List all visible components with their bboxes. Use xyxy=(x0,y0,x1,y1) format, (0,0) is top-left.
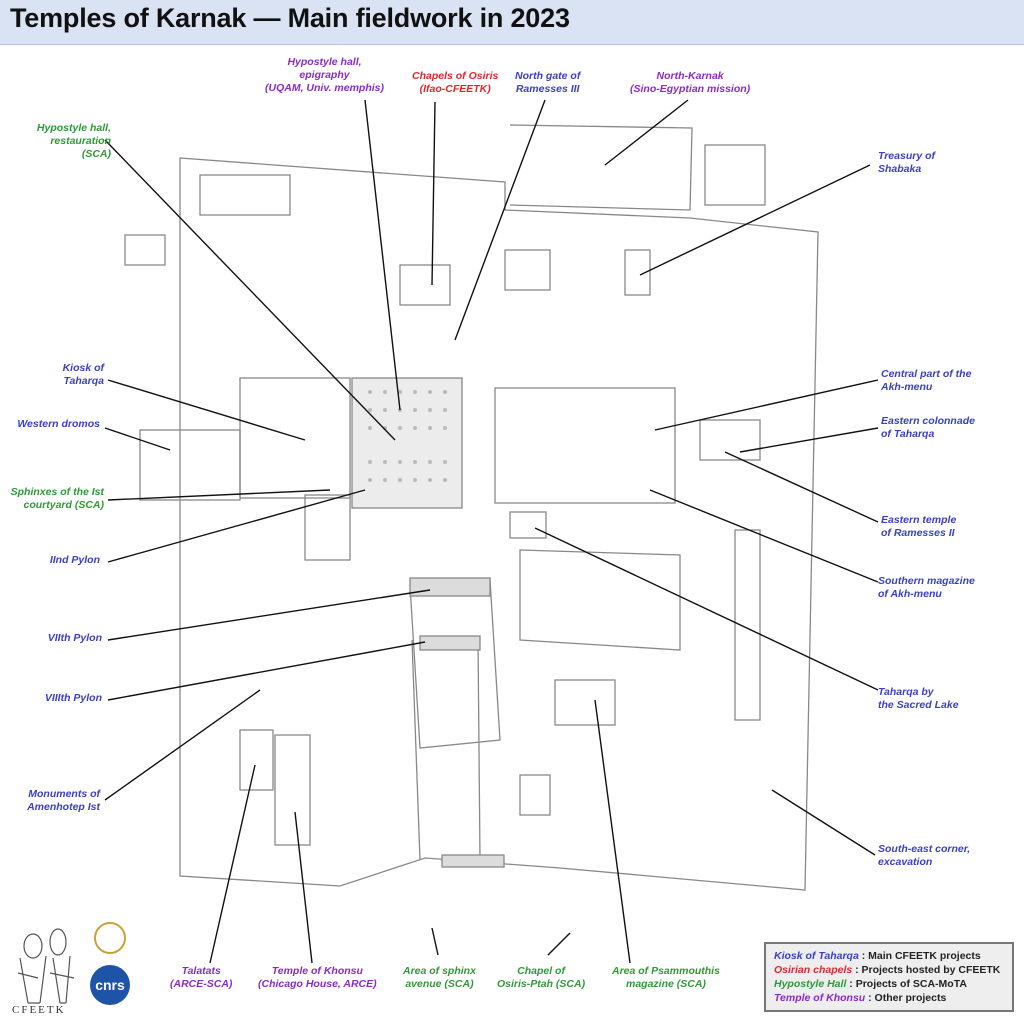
leader-taharqa-lake xyxy=(534,527,879,691)
label-hypostyle-restauration: Hypostyle hall, restauration (SCA) xyxy=(36,122,111,160)
leader-osiris-ptah xyxy=(547,932,571,956)
leader-talatats xyxy=(209,764,256,964)
leader-psammouthis xyxy=(594,699,631,964)
label-monuments-amenhotep: Monuments of Amenhotep Ist xyxy=(27,788,100,813)
label-north-karnak: North-Karnak (Sino-Egyptian mission) xyxy=(630,70,751,95)
talatats-area xyxy=(239,729,274,791)
label-eastern-temple-ramesses: Eastern temple of Ramesses II xyxy=(881,514,957,539)
legend-row-osirian: Osirian chapels : Projects hosted by CFE… xyxy=(774,964,1001,976)
label-chapel-osiris-ptah: Chapel of Osiris-Ptah (SCA) xyxy=(497,965,586,990)
label-eighth-pylon: VIIIth Pylon xyxy=(44,692,102,704)
processional-way xyxy=(411,639,481,861)
sacred-lake xyxy=(519,549,681,651)
legend: Kiosk of Taharqa : Main CFEETK projects … xyxy=(764,942,1014,1012)
khonsu-temple xyxy=(274,734,311,846)
leader-central-akh-menu xyxy=(654,379,879,431)
eastern-blocks xyxy=(734,529,761,721)
leader-southern-magazine xyxy=(649,489,879,583)
label-north-gate: North gate of Ramesses III xyxy=(515,70,581,95)
label-eastern-colonnade: Eastern colonnade of Taharqa xyxy=(881,415,975,440)
leader-seventh-pylon xyxy=(107,589,431,641)
label-hypostyle-epigraphy: Hypostyle hall, epigraphy (UQAM, Univ. m… xyxy=(265,56,385,94)
leader-south-east xyxy=(771,789,876,856)
label-talatats: Talatats (ARCE-SCA) xyxy=(170,965,233,990)
leader-treasury xyxy=(639,164,871,276)
legend-row-hypostyle: Hypostyle Hall : Projects of SCA-MoTA xyxy=(774,978,967,990)
legend-row-main: Kiosk of Taharqa : Main CFEETK projects xyxy=(774,950,981,962)
leader-north-karnak xyxy=(604,99,689,166)
north-karnak-building xyxy=(704,144,766,206)
label-psammouthis: Area of Psammouthis magazine (SCA) xyxy=(612,965,720,990)
west-dromos xyxy=(139,429,241,501)
leader-eighth-pylon xyxy=(107,641,426,701)
akh-menu xyxy=(494,387,676,504)
hypostyle-hall xyxy=(351,377,463,509)
ministry-seal-icon xyxy=(94,922,126,954)
leader-eastern-colonnade xyxy=(739,427,879,453)
label-western-dromos: Western dromos xyxy=(17,418,100,430)
label-central-akh-menu: Central part of the Akh-menu xyxy=(881,368,972,393)
label-kiosk-taharqa: Kiosk of Taharqa xyxy=(62,362,104,387)
enclosure-wall xyxy=(179,157,819,891)
north-karnak-wall xyxy=(509,124,693,211)
label-second-pylon: IInd Pylon xyxy=(49,554,100,566)
leader-chapels-osiris xyxy=(431,101,436,286)
leader-hypostyle-restauration xyxy=(104,139,396,441)
label-taharqa-lake: Taharqa by the Sacred Lake xyxy=(878,686,959,711)
cnrs-logo-icon: cnrs xyxy=(90,965,130,1005)
label-seventh-pylon: VIIth Pylon xyxy=(47,632,102,644)
leader-kiosk xyxy=(107,379,306,441)
leader-eastern-temple xyxy=(724,451,879,523)
leader-amenhotep xyxy=(104,689,261,801)
leader-khonsu xyxy=(294,811,313,964)
leader-north-gate xyxy=(454,99,546,341)
leader-second-pylon xyxy=(107,489,366,563)
label-sphinx-avenue: Area of sphinx avenue (SCA) xyxy=(403,965,476,990)
label-southern-magazine: Southern magazine of Akh-menu xyxy=(878,575,975,600)
leader-sphinx-avenue xyxy=(431,927,439,956)
eastern-temple xyxy=(699,419,761,461)
label-chapels-osiris: Chapels of Osiris (Ifao-CFEETK) xyxy=(412,70,499,95)
karnak-site-plan xyxy=(104,99,879,964)
title-bar: Temples of Karnak — Main fieldwork in 20… xyxy=(0,0,1024,45)
label-sphinxes-first-courtyard: Sphinxes of the Ist courtyard (SCA) xyxy=(10,486,104,511)
cfeetk-logo-text: CFEETK xyxy=(12,1004,66,1016)
label-treasury-shabaka: Treasury of Shabaka xyxy=(878,150,935,175)
first-court xyxy=(239,377,351,499)
leader-sphinxes xyxy=(107,489,331,501)
label-temple-khonsu: Temple of Khonsu (Chicago House, ARCE) xyxy=(258,965,377,990)
leader-hypostyle-epigraphy xyxy=(364,99,401,411)
leader-western-dromos xyxy=(104,427,171,451)
southern-court xyxy=(409,579,501,749)
cfeetk-logo-icon xyxy=(17,928,75,1004)
legend-row-other: Temple of Khonsu : Other projects xyxy=(774,992,947,1004)
label-south-east-corner: South-east corner, excavation xyxy=(878,843,971,868)
taharqa-lake-building xyxy=(509,511,547,539)
page-title: Temples of Karnak — Main fieldwork in 20… xyxy=(10,3,570,33)
